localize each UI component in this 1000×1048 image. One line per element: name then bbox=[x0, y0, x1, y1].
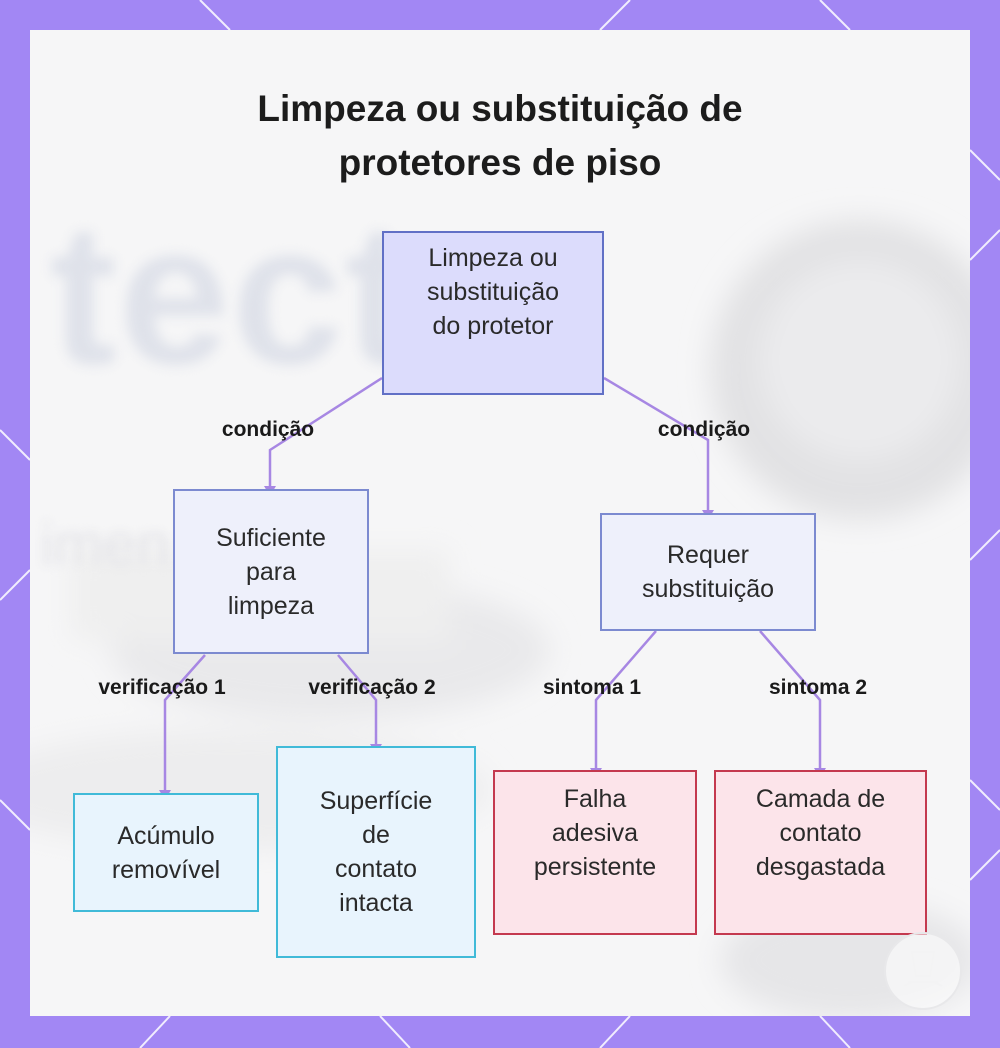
surface-node-line-3: contato bbox=[335, 852, 417, 886]
cup-icon bbox=[882, 930, 964, 1012]
residue-node-line-2: removível bbox=[112, 853, 220, 887]
edge-label-check-2: verificação 2 bbox=[308, 676, 435, 700]
clean-node-line-2: para bbox=[246, 555, 296, 589]
adhesive-node-line-2: adesiva bbox=[552, 816, 638, 850]
edge-label-symptom-2: sintoma 2 bbox=[769, 676, 867, 700]
surface-node: Superfície de contato intacta bbox=[276, 746, 476, 958]
edge-label-condition-left: condição bbox=[222, 418, 314, 442]
diagram-panel: tect imen Limpeza ou substituição de pro… bbox=[30, 30, 970, 1016]
surface-node-line-4: intacta bbox=[339, 886, 413, 920]
root-node-line-1: Limpeza ou bbox=[428, 241, 557, 275]
edge-clean-surface bbox=[338, 655, 376, 746]
edge-label-condition-right: condição bbox=[658, 418, 750, 442]
clean-node: Suficiente para limpeza bbox=[173, 489, 369, 654]
replace-node: Requer substituição bbox=[600, 513, 816, 631]
edge-label-check-1: verificação 1 bbox=[98, 676, 225, 700]
clean-node-line-1: Suficiente bbox=[216, 521, 326, 555]
adhesive-node-line-1: Falha bbox=[564, 782, 627, 816]
root-node-line-3: do protetor bbox=[433, 309, 554, 343]
residue-node: Acúmulo removível bbox=[73, 793, 259, 912]
root-node: Limpeza ou substituição do protetor bbox=[382, 231, 604, 395]
replace-node-line-2: substituição bbox=[642, 572, 774, 606]
residue-node-line-1: Acúmulo bbox=[117, 819, 214, 853]
edge-label-symptom-1: sintoma 1 bbox=[543, 676, 641, 700]
edge-replace-adhesive bbox=[596, 631, 656, 770]
clean-node-line-3: limpeza bbox=[228, 589, 314, 623]
adhesive-node-line-3: persistente bbox=[534, 850, 656, 884]
edge-replace-worn bbox=[760, 631, 820, 770]
worn-node: Camada de contato desgastada bbox=[714, 770, 927, 935]
edge-root-replace bbox=[604, 378, 708, 512]
worn-node-line-1: Camada de bbox=[756, 782, 885, 816]
replace-node-line-1: Requer bbox=[667, 538, 749, 572]
worn-node-line-3: desgastada bbox=[756, 850, 885, 884]
surface-node-line-1: Superfície bbox=[320, 784, 433, 818]
root-node-line-2: substituição bbox=[427, 275, 559, 309]
surface-node-line-2: de bbox=[362, 818, 390, 852]
worn-node-line-2: contato bbox=[779, 816, 861, 850]
adhesive-node: Falha adesiva persistente bbox=[493, 770, 697, 935]
